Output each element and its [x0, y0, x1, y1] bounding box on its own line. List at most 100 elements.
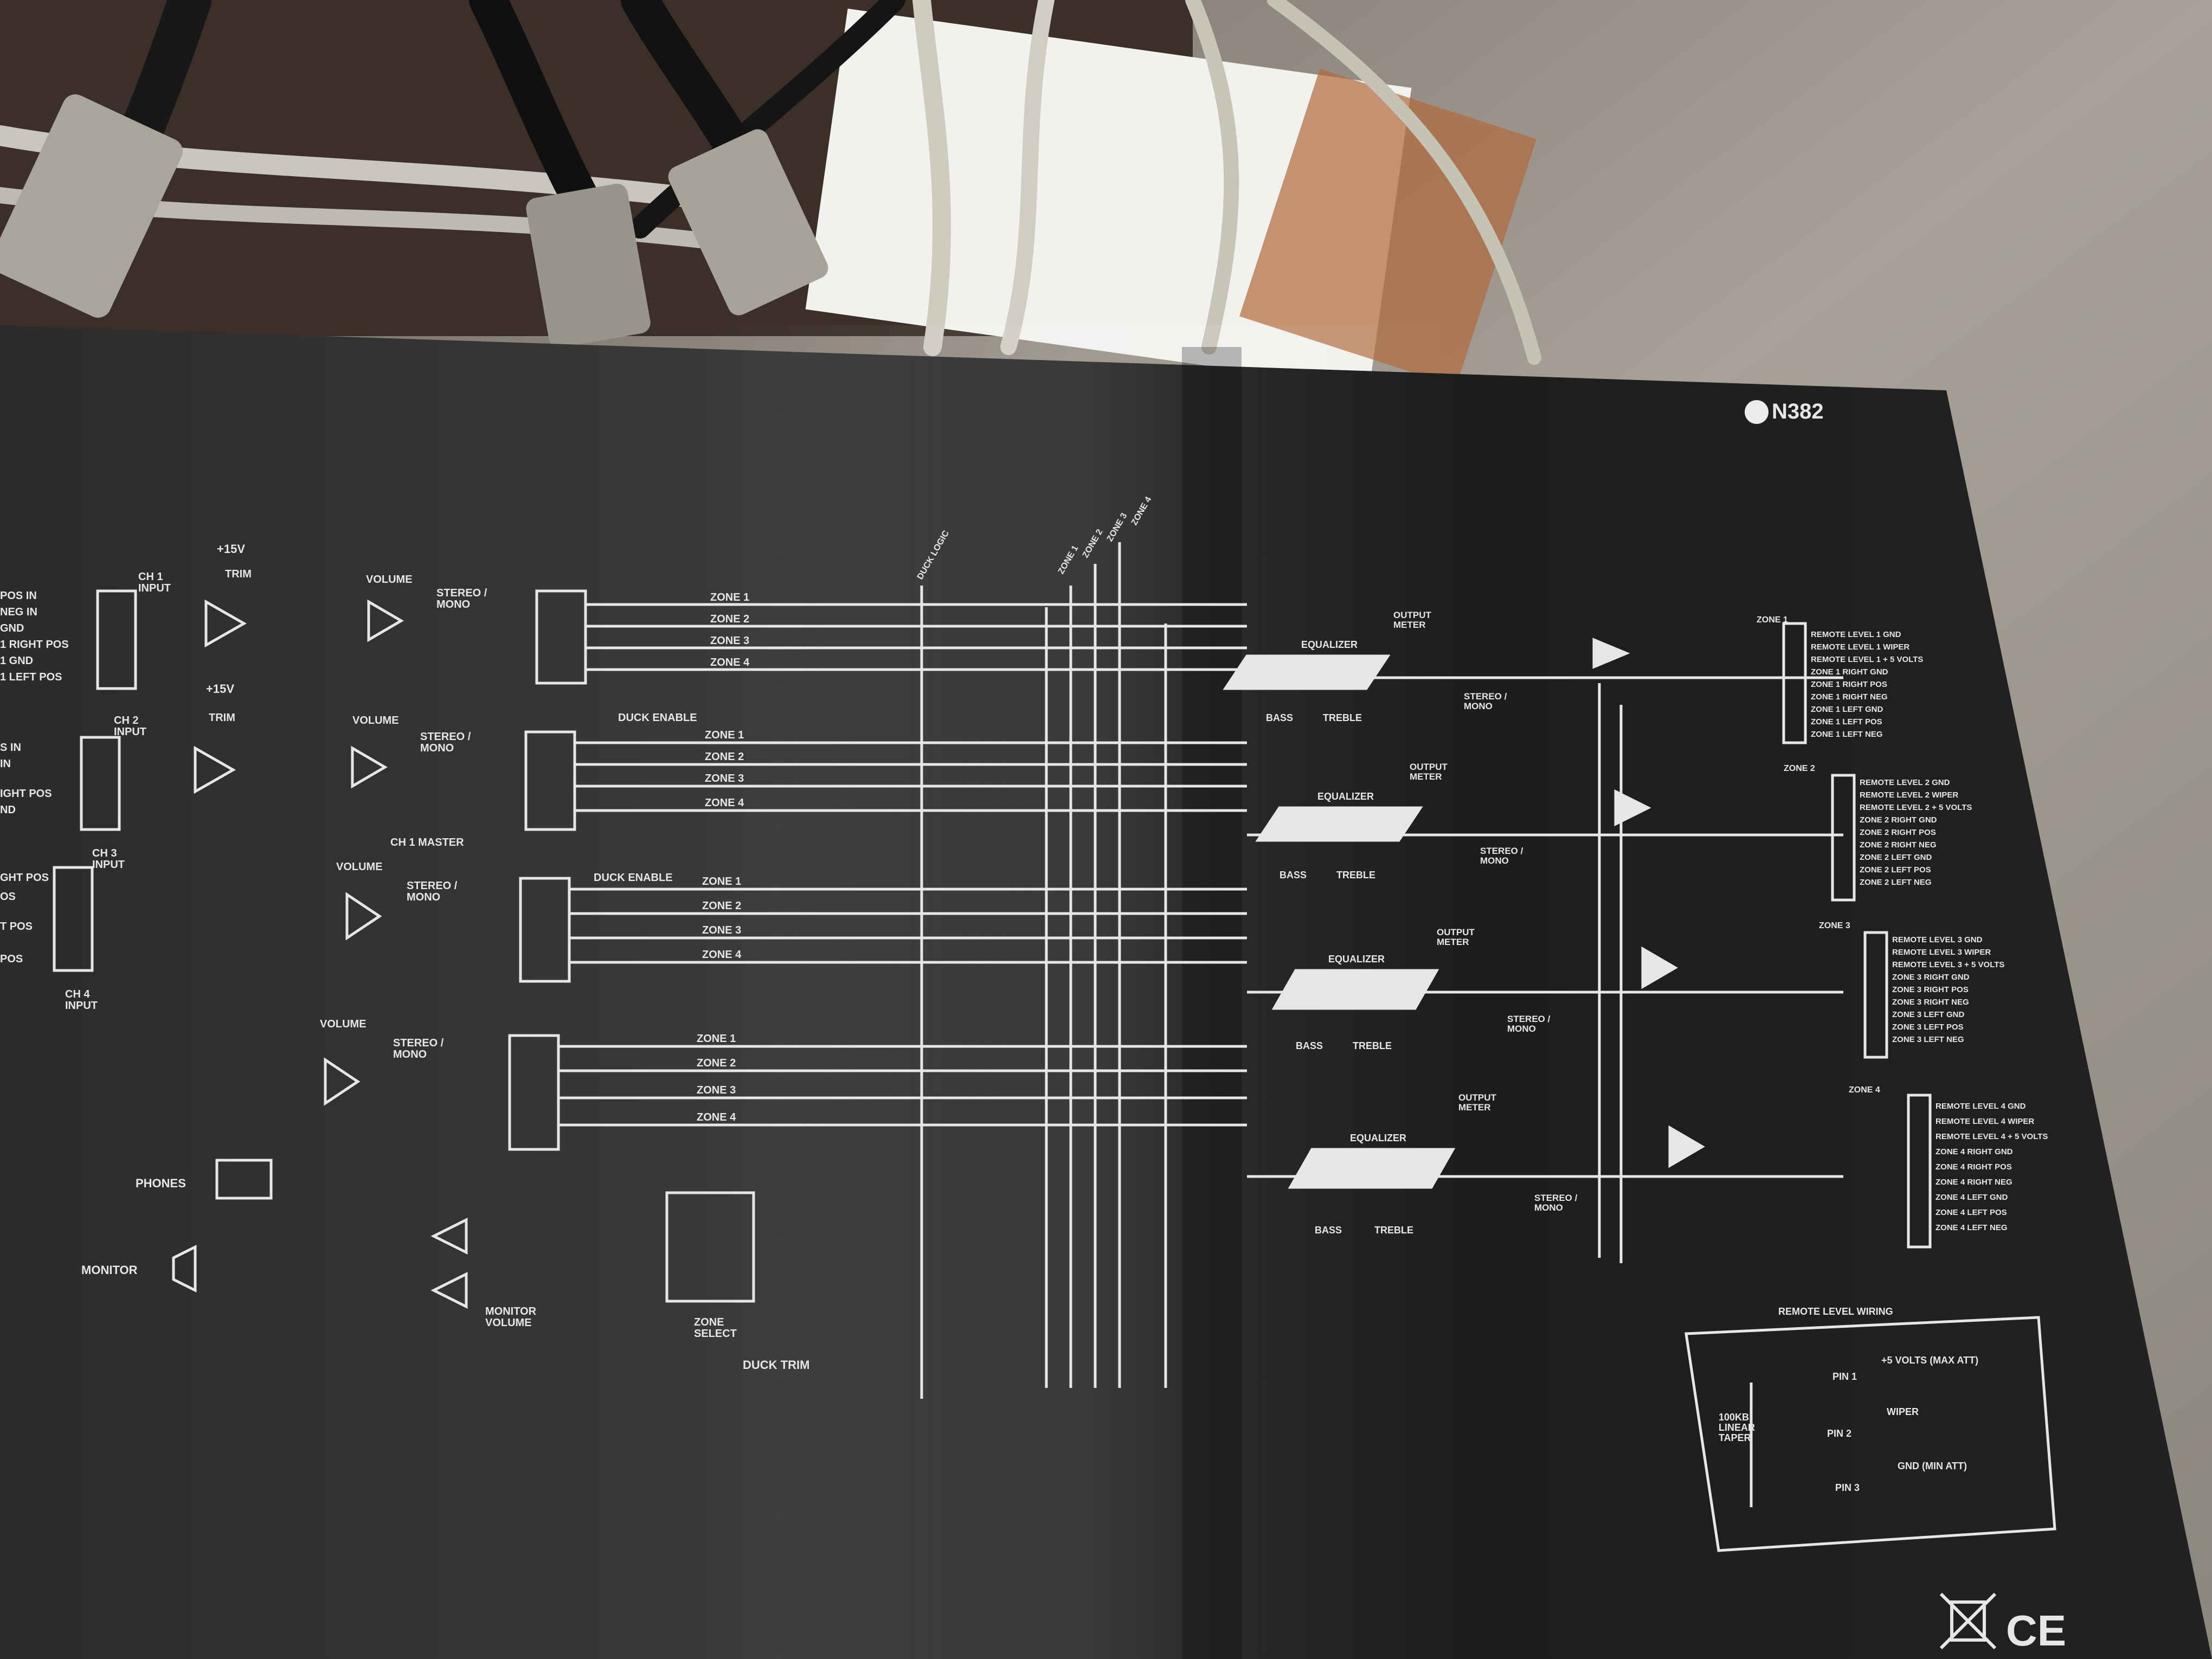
zone2-pin-9: ZONE 2 LEFT NEG — [1860, 878, 1932, 887]
zone4-pin-9: ZONE 4 LEFT NEG — [1935, 1223, 2008, 1232]
ch3-pin-2: OS — [0, 891, 16, 903]
ch2-pin-4: IGHT POS — [0, 788, 52, 800]
bass-label-4: BASS — [1315, 1225, 1342, 1236]
ch1-volume-label: VOLUME — [366, 574, 413, 586]
zone1-pin-8: ZONE 1 LEFT POS — [1811, 717, 1882, 726]
ch4-stereo-mono-label: STEREO /MONO — [393, 1037, 444, 1060]
zone-label-g3-2: ZONE 2 — [702, 900, 741, 912]
zone-label-g4-2: ZONE 2 — [697, 1057, 736, 1069]
ch2-pin-1: S IN — [0, 742, 21, 754]
zone2-pin-1: REMOTE LEVEL 2 GND — [1860, 778, 1950, 787]
zone4-pin-5: ZONE 4 RIGHT POS — [1935, 1162, 2012, 1172]
zone4-pin-6: ZONE 4 RIGHT NEG — [1935, 1178, 2012, 1187]
wooden-board — [1239, 68, 1536, 387]
zone1-title: ZONE 1 — [1757, 615, 1788, 625]
bass-label-2: BASS — [1279, 870, 1307, 880]
zone-label-g4-4: ZONE 4 — [697, 1111, 736, 1123]
zone1-pin-4: ZONE 1 RIGHT GND — [1811, 667, 1888, 677]
zone2-pin-4: ZONE 2 RIGHT GND — [1860, 815, 1937, 825]
zone1-pin-5: ZONE 1 RIGHT POS — [1811, 680, 1887, 689]
zone-label-g3-1: ZONE 1 — [702, 876, 741, 888]
out-stereo-mono-4: STEREO /MONO — [1534, 1193, 1578, 1213]
zone-label-g3-4: ZONE 4 — [702, 949, 742, 961]
ch1-trim-label: TRIM — [225, 568, 252, 580]
eq-label-1: EQUALIZER — [1301, 639, 1358, 650]
remote-pin-1: PIN 1 — [1832, 1371, 1857, 1382]
treble-label-4: TREBLE — [1374, 1225, 1413, 1236]
ch3-volume-label: VOLUME — [336, 861, 383, 873]
ce-mark: CE — [2006, 1606, 2066, 1655]
duck-enable-1: DUCK ENABLE — [618, 712, 697, 724]
ch1-pin-4: 1 RIGHT POS — [0, 639, 69, 651]
xlr-connectors — [0, 94, 828, 348]
zone4-pin-7: ZONE 4 LEFT GND — [1935, 1193, 2008, 1202]
zone-label-g2-2: ZONE 2 — [705, 751, 744, 763]
zone-label-g1-3: ZONE 3 — [710, 635, 749, 647]
duck-trim-label: DUCK TRIM — [743, 1358, 809, 1372]
zone3-pin-7: ZONE 3 LEFT GND — [1892, 1010, 1965, 1019]
zone4-pin-2: REMOTE LEVEL 4 WIPER — [1935, 1117, 2034, 1126]
remote-pin-2: PIN 2 — [1827, 1428, 1851, 1439]
zone4-pin-4: ZONE 4 RIGHT GND — [1935, 1147, 2013, 1156]
remote-pin-3: PIN 3 — [1835, 1482, 1860, 1493]
zone1-pin-6: ZONE 1 RIGHT NEG — [1811, 692, 1888, 702]
zone-label-g4-3: ZONE 3 — [697, 1084, 736, 1096]
zone2-title: ZONE 2 — [1784, 764, 1815, 773]
brand-logo: N382 — [1745, 400, 1824, 424]
ch1-supply-label: +15V — [217, 542, 245, 556]
ch2-supply-label: +15V — [206, 682, 234, 696]
out-stereo-mono-2: STEREO /MONO — [1480, 846, 1523, 866]
zone3-pin-1: REMOTE LEVEL 3 GND — [1892, 935, 1983, 944]
weee-bin-icon — [1939, 1592, 1997, 1650]
zone4-pin-1: REMOTE LEVEL 4 GND — [1935, 1102, 2026, 1111]
ch2-trim-label: TRIM — [209, 712, 235, 724]
ch3-pin-1: GHT POS — [0, 872, 49, 884]
zone1-pin-2: REMOTE LEVEL 1 WIPER — [1811, 642, 1909, 652]
ch1-pin-3: GND — [0, 622, 24, 634]
ch3-pin-5: POS — [0, 953, 23, 965]
zone-label-g2-4: ZONE 4 — [705, 797, 744, 809]
zone1-pin-1: REMOTE LEVEL 1 GND — [1811, 630, 1901, 639]
ch1-pin-6: 1 LEFT POS — [0, 671, 62, 683]
ch2-stereo-mono-label: STEREO /MONO — [420, 731, 471, 754]
zone3-pin-2: REMOTE LEVEL 3 WIPER — [1892, 948, 1991, 957]
ch1-pin-2: NEG IN — [0, 606, 37, 618]
out-stereo-mono-1: STEREO /MONO — [1464, 691, 1507, 711]
logo-mark-icon — [1745, 400, 1769, 424]
zone-label-g2-1: ZONE 1 — [705, 729, 744, 741]
treble-label-3: TREBLE — [1353, 1040, 1392, 1051]
ch3-pin-3: T POS — [0, 921, 33, 933]
ch2-pin-2: IN — [0, 758, 11, 770]
zone3-pin-6: ZONE 3 RIGHT NEG — [1892, 998, 1969, 1007]
eq-label-2: EQUALIZER — [1317, 791, 1374, 802]
zone3-pin-5: ZONE 3 RIGHT POS — [1892, 985, 1969, 994]
ch1-master-label: CH 1 MASTER — [390, 837, 464, 848]
ch1-pin-5: 1 GND — [0, 655, 33, 667]
duck-enable-2: DUCK ENABLE — [594, 872, 673, 884]
phones-label: PHONES — [136, 1176, 186, 1190]
zone-label-g3-3: ZONE 3 — [702, 924, 741, 936]
ch3-stereo-mono-label: STEREO /MONO — [407, 880, 458, 903]
remote-terminal-3: GND (MIN ATT) — [1898, 1461, 1967, 1471]
ch1-pin-1: POS IN — [0, 590, 37, 602]
zone3-pin-3: REMOTE LEVEL 3 + 5 VOLTS — [1892, 960, 2004, 969]
zone-label-g4-1: ZONE 1 — [697, 1033, 736, 1045]
eq-label-4: EQUALIZER — [1350, 1133, 1406, 1143]
zone-label-g1-1: ZONE 1 — [710, 591, 749, 603]
zone1-pin-7: ZONE 1 LEFT GND — [1811, 705, 1883, 714]
logo-text: N382 — [1772, 400, 1824, 423]
zone2-pin-8: ZONE 2 LEFT POS — [1860, 865, 1931, 874]
zone3-pin-9: ZONE 3 LEFT NEG — [1892, 1035, 1964, 1044]
zone3-pin-4: ZONE 3 RIGHT GND — [1892, 973, 1970, 982]
bass-label-1: BASS — [1266, 712, 1293, 723]
